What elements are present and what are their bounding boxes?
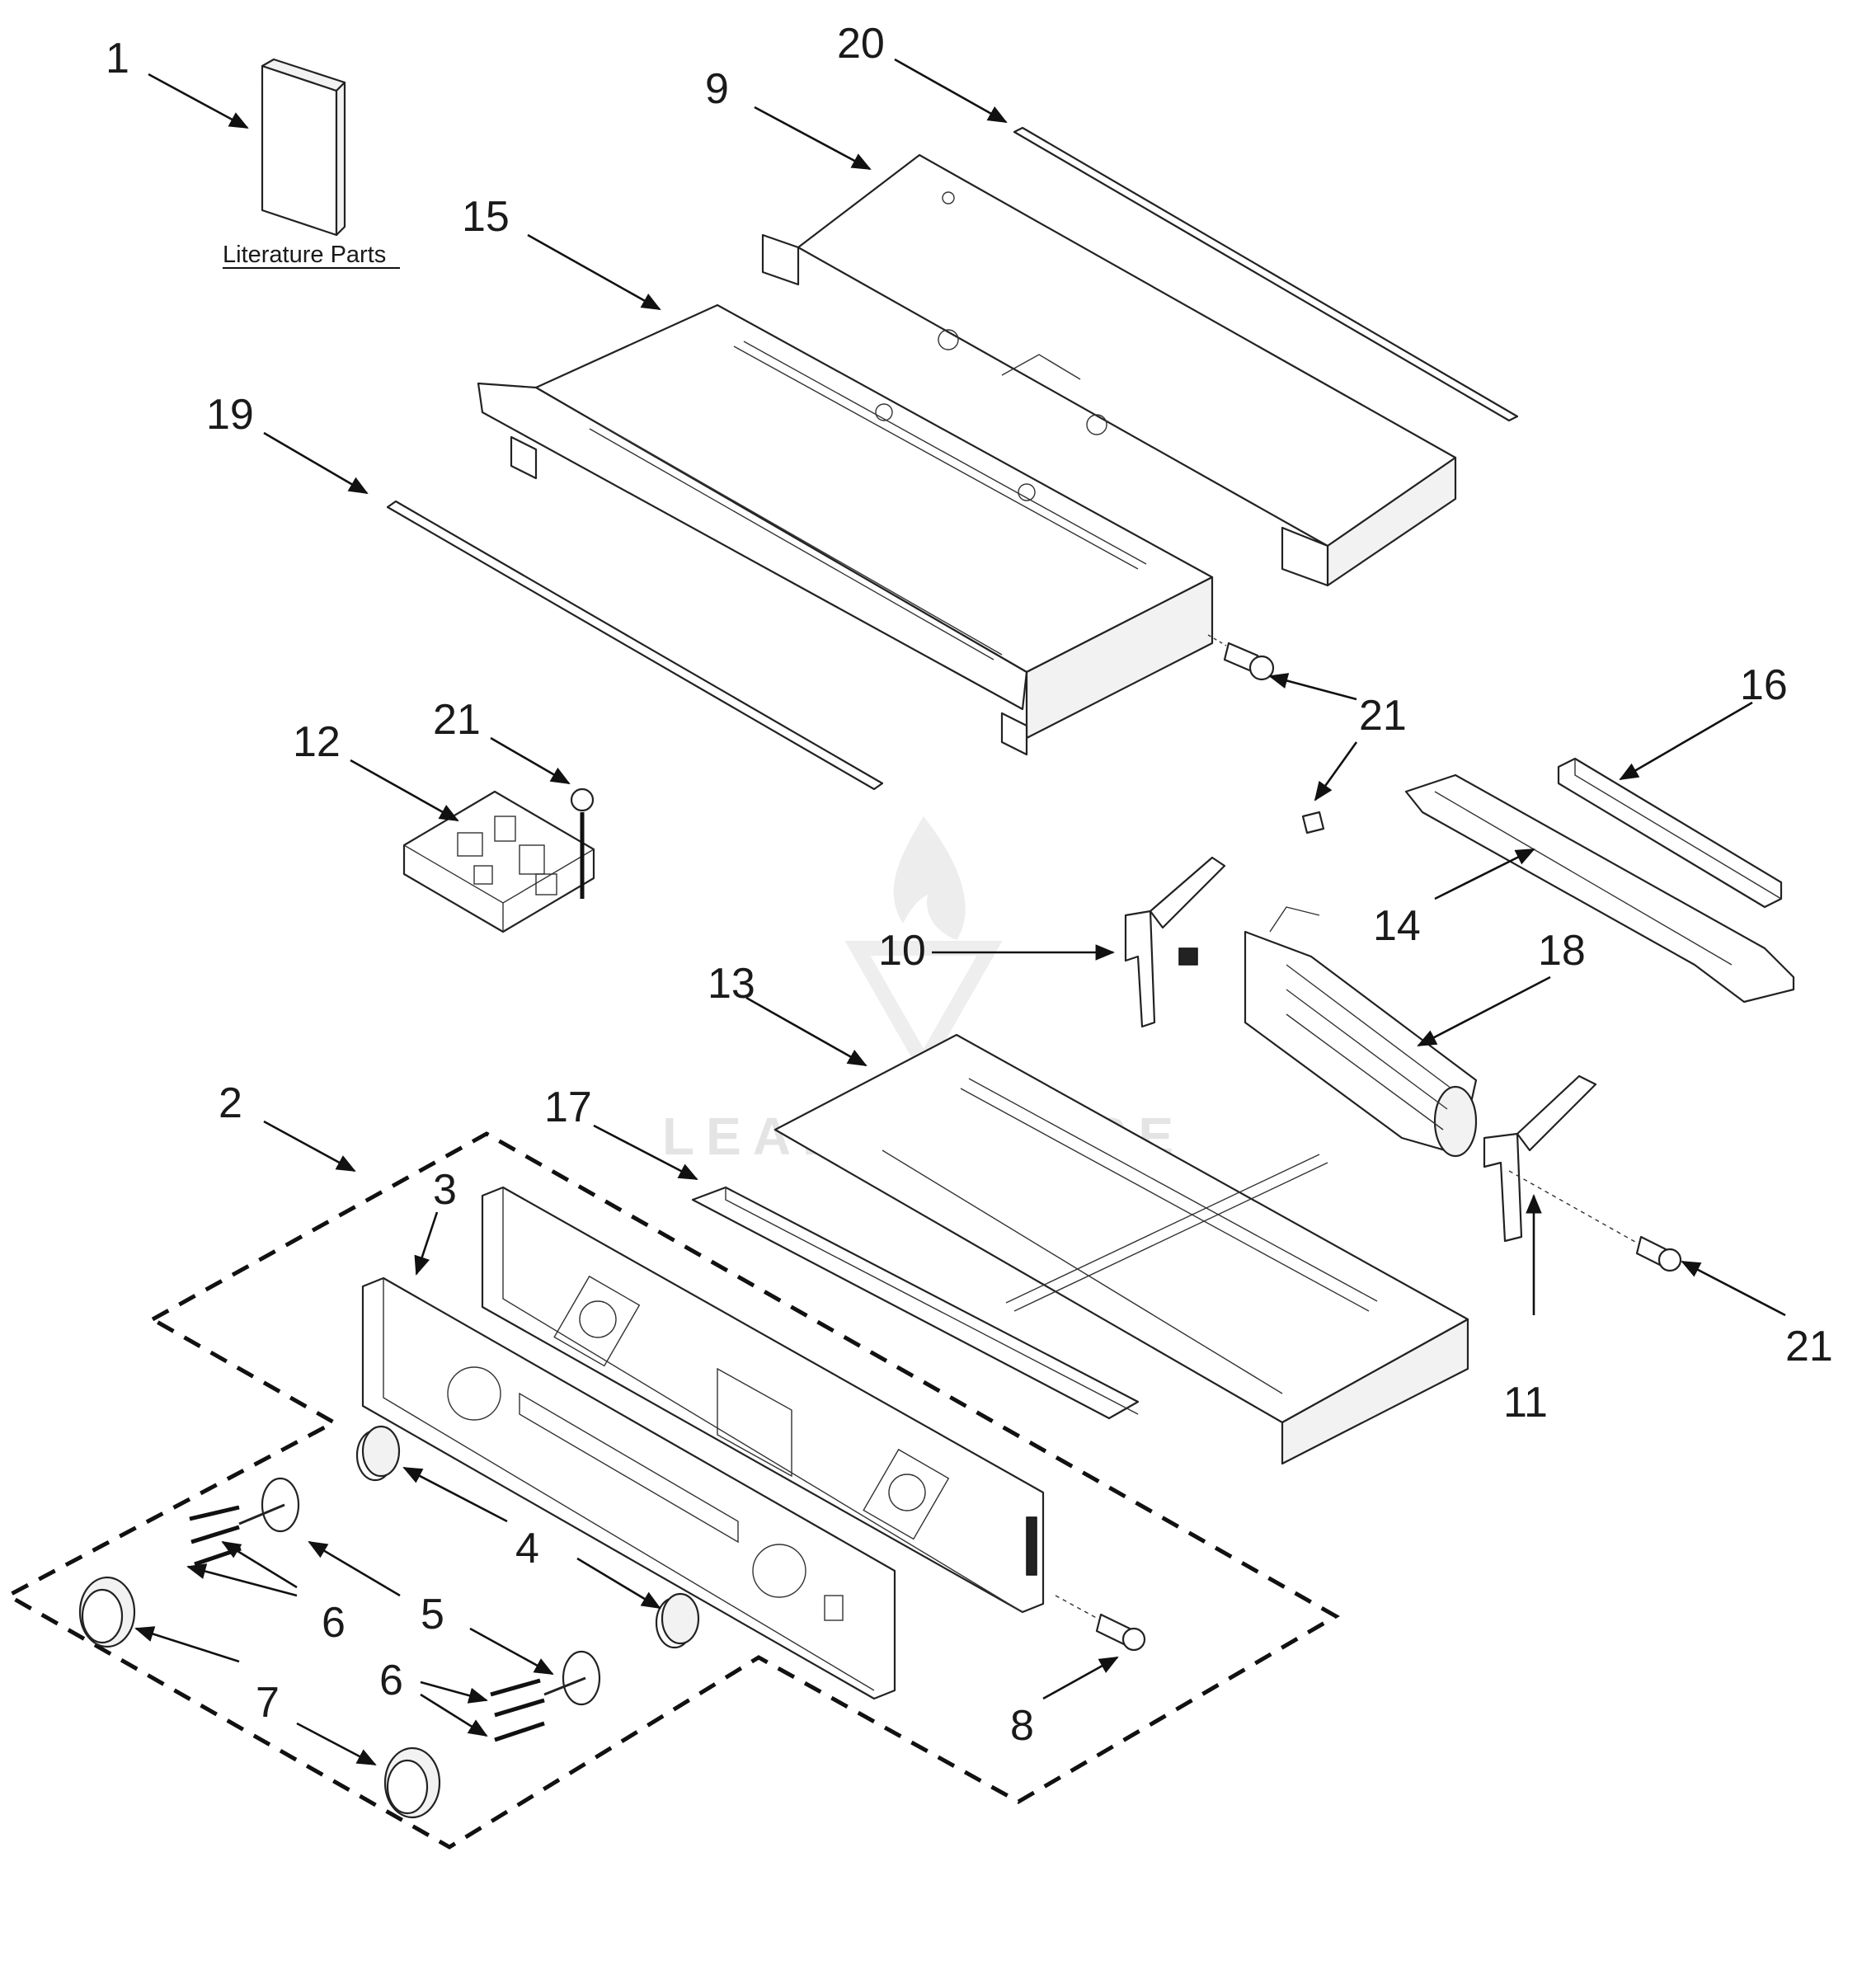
callout-labels: 1 9 20 15 19 12 21 21 16 14 10 18 13 2 1…	[106, 20, 1833, 1750]
callout-13: 13	[708, 960, 755, 1008]
callout-15: 15	[462, 193, 510, 241]
literature-booklet: Literature Parts	[223, 58, 400, 269]
base-panel	[773, 1033, 1469, 1465]
literature-parts-label: Literature Parts	[223, 242, 386, 268]
callout-7: 7	[256, 1679, 280, 1727]
callout-17: 17	[544, 1084, 592, 1131]
callout-6-upper: 6	[322, 1599, 346, 1647]
screw-top	[1207, 634, 1275, 681]
callout-18: 18	[1538, 927, 1586, 975]
fan-bracket-right	[1483, 1074, 1597, 1243]
tangential-fan	[1178, 906, 1478, 1158]
insulation-strip	[1557, 757, 1783, 909]
control-board	[402, 787, 595, 933]
callout-21-right: 21	[1785, 1323, 1833, 1370]
callout-8: 8	[1010, 1702, 1034, 1750]
knob-collar-upper	[355, 1425, 401, 1482]
upper-cover-panel	[761, 153, 1457, 587]
pin-set-upper	[189, 1505, 242, 1567]
console-front-panel	[361, 1276, 896, 1700]
knob-collar-lower	[655, 1592, 700, 1649]
screw-right	[1508, 1170, 1682, 1272]
callout-12: 12	[293, 718, 341, 766]
callout-2: 2	[219, 1079, 242, 1127]
callout-4: 4	[515, 1525, 539, 1572]
console-panel-rear	[481, 1186, 1045, 1614]
callout-10: 10	[878, 927, 926, 975]
callout-5: 5	[421, 1591, 444, 1638]
callout-11: 11	[1503, 1379, 1548, 1427]
front-support-strip	[691, 1186, 1140, 1420]
middle-cover-panel	[477, 303, 1214, 756]
callout-9: 9	[705, 65, 729, 113]
fan-bracket-left	[1124, 856, 1226, 1028]
console-screw	[1055, 1595, 1146, 1652]
side-bracket	[1301, 773, 1795, 1004]
callout-6-lower: 6	[379, 1657, 403, 1704]
switch-base-lower	[543, 1650, 601, 1706]
callout-19: 19	[206, 391, 254, 439]
callout-3: 3	[433, 1166, 457, 1214]
callout-14: 14	[1373, 902, 1421, 950]
control-panel-assembly-outline	[3, 1131, 1341, 1850]
front-trim-strip	[386, 500, 884, 791]
switch-base-upper	[238, 1477, 300, 1533]
callout-16: 16	[1740, 661, 1788, 709]
top-gasket-strip	[1013, 126, 1519, 422]
callout-1: 1	[106, 35, 129, 82]
control-knob-upper	[78, 1576, 136, 1648]
control-knob-lower	[383, 1746, 441, 1819]
callout-20: 20	[837, 20, 885, 68]
callout-21-board: 21	[433, 696, 481, 744]
leader-lines	[134, 58, 1786, 1766]
callout-21-top: 21	[1359, 692, 1407, 740]
pin-set-lower	[490, 1678, 545, 1742]
